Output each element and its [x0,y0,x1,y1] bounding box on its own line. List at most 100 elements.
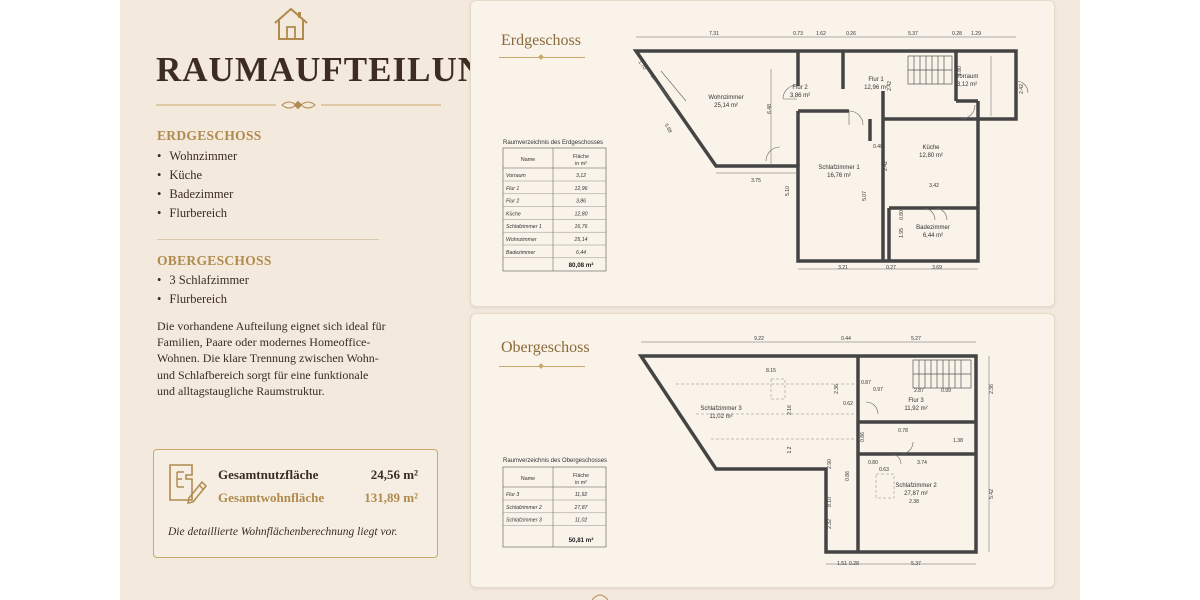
list-item: Badezimmer [157,185,237,204]
upper-dimension-label: 0.78 [898,428,908,434]
ground-dimension-label: 3.21 [838,265,848,271]
upper-floor-card: Obergeschoss Raumverzeichnis des Oberges… [470,313,1055,588]
ground-dimension-label: 1.70 [637,60,648,72]
usable-area-value: 24,56 m² [370,467,418,482]
ground-dimension-label: 2.42 [883,161,889,171]
ground-doors [650,70,1029,221]
ground-dimension-label: 2.42 [887,81,893,91]
upper-dimension-label: 2.90 [827,459,833,469]
upper-col-area: Fläche [573,473,589,479]
upper-dimension-label: 1.2 [787,446,793,453]
ground-room-area: 3,12 m² [957,82,977,88]
upper-room-name: Schlafzimmer 2 [895,483,937,489]
upper-dimension-label: 0.86 [860,432,866,442]
ground-dimension-label: 3.69 [932,265,942,271]
upper-room-area: 11,02 m² [709,414,732,420]
ground-room-table: Raumverzeichnis des Erdgeschosses Name F… [502,140,607,272]
upper-table-row-name: Flur 3 [506,492,519,498]
calculation-note: Die detaillierte Wohnflächenberechnung l… [168,526,398,538]
ground-dimension-label: 1.95 [899,228,905,238]
upper-dimension-label: 2.36 [989,384,995,394]
left-panel: RAUMAUFTEILUNG ERDGESCHOSS Wohnzimmer Kü… [120,0,513,600]
upper-dimension-label: 1.38 [953,438,963,444]
upper-table-row-area: 11,02 [575,518,588,524]
ground-room-area: 6,44 m² [923,233,943,239]
ground-dimension-label: 0.73 [793,31,803,37]
page-title: RAUMAUFTEILUNG [156,50,513,89]
upper-dimension-label: 2.36 [834,384,840,394]
ground-dimension-label: 1.29 [971,31,981,37]
ground-dimension-label: 0.26 [846,31,856,37]
ground-table-total: 80,08 m² [569,262,594,269]
upper-dimension-label: 0.63 [879,467,889,473]
ground-dimension-label: 3.42 [929,183,939,189]
ground-table-row-area: 3,86 [576,199,586,205]
ground-table-row-name: Schlafzimmer 1 [506,224,542,230]
upper-dimension-label: 0.87 [861,380,871,386]
upper-dimension-label: 2.87 [914,388,924,394]
upper-col-name: Name [521,476,535,482]
list-item: Wohnzimmer [157,147,237,166]
area-summary-box: Gesamtnutzfläche 24,56 m² Gesamtwohnfläc… [153,449,438,558]
upper-dimension-label: 0.97 [873,387,883,393]
ground-stairs [907,55,953,85]
upper-dimension-label: 8.15 [766,368,776,374]
ground-dimension-label: 1.62 [816,31,826,37]
ground-room-name: Vorraum [956,74,979,80]
ground-table-row-area: 16,76 [575,224,588,230]
ground-room-name: Küche [922,145,940,151]
ground-floor-title: Erdgeschoss [501,32,581,49]
ground-room-name: Badezimmer [916,225,950,231]
ground-table-row-area: 6,44 [576,250,586,256]
ground-title-underline [499,57,585,58]
upper-dimension-label: 2.16 [787,405,793,415]
ground-floor-plan: Raumverzeichnis des Erdgeschosses Name F… [502,31,1029,272]
description-text: Die vorhandene Aufteilung eignet sich id… [157,319,386,398]
ground-table-row-name: Vorraum [506,173,526,179]
floorplan-pencil-icon [169,464,208,504]
house-icon [274,7,308,40]
upper-room-table: Raumverzeichnis des Obergeschosses Name … [502,458,607,548]
ground-room-area: 25,14 m² [714,103,738,109]
upper-rooms-list: 3 Schlafzimmer Flurbereich [157,271,249,309]
upper-dimension-label: 9.22 [754,336,764,342]
section-heading-ground: ERDGESCHOSS [157,128,262,143]
ground-dimension-label: 0.40 [873,144,883,150]
ground-table-row-name: Küche [506,211,521,217]
upper-col-unit: in m² [575,480,587,486]
upper-room-name: Schlafzimmer 3 [700,406,742,412]
upper-table-row-name: Schlafzimmer 2 [506,505,542,511]
ground-table-row-name: Flur 1 [506,186,519,192]
ground-col-unit: in m² [575,161,587,167]
upper-table-row-area: 11,92 [575,492,588,498]
upper-table-title: Raumverzeichnis des Obergeschosses [503,458,607,464]
upper-room-name: Flur 3 [908,398,924,404]
ground-table-row-area: 25,14 [574,237,588,243]
upper-dimension-label: 5.42 [989,489,995,499]
page: RAUMAUFTEILUNG ERDGESCHOSS Wohnzimmer Kü… [120,0,1080,600]
upper-table-total: 50,81 m² [569,537,594,544]
list-item: Flurbereich [157,204,237,223]
ground-room-area: 12,96 m² [864,85,888,91]
upper-floor-plan: Raumverzeichnis des Obergeschosses Name … [502,336,995,567]
ground-table-row-area: 12,80 [575,211,588,217]
ground-dimension-label: 0.80 [899,210,905,220]
ground-table-row-name: Badezimmer [506,250,535,256]
ground-table-row-area: 3,12 [576,173,586,179]
upper-dimension-label: 0.44 [841,336,851,342]
upper-dimension-label: 0.86 [845,471,851,481]
upper-floor-title: Obergeschoss [501,339,590,356]
ground-room-name: Flur 2 [792,85,808,91]
upper-dimension-label: 0.62 [843,401,853,407]
upper-slope-lines [676,378,895,499]
usable-area-label: Gesamtnutzfläche [218,467,319,482]
ground-table-title: Raumverzeichnis des Erdgeschosses [503,140,603,146]
ground-dimension-label: 6.48 [767,104,773,114]
ground-col-area: Fläche [573,154,589,160]
section-heading-upper: OBERGESCHOSS [157,253,272,268]
ground-dimension-label: 0.27 [886,265,896,271]
ground-dimension-label: 3.75 [751,178,761,184]
upper-dimension-label: 5.27 [911,336,921,342]
list-item: Flurbereich [157,290,249,309]
upper-stairs [912,359,972,389]
